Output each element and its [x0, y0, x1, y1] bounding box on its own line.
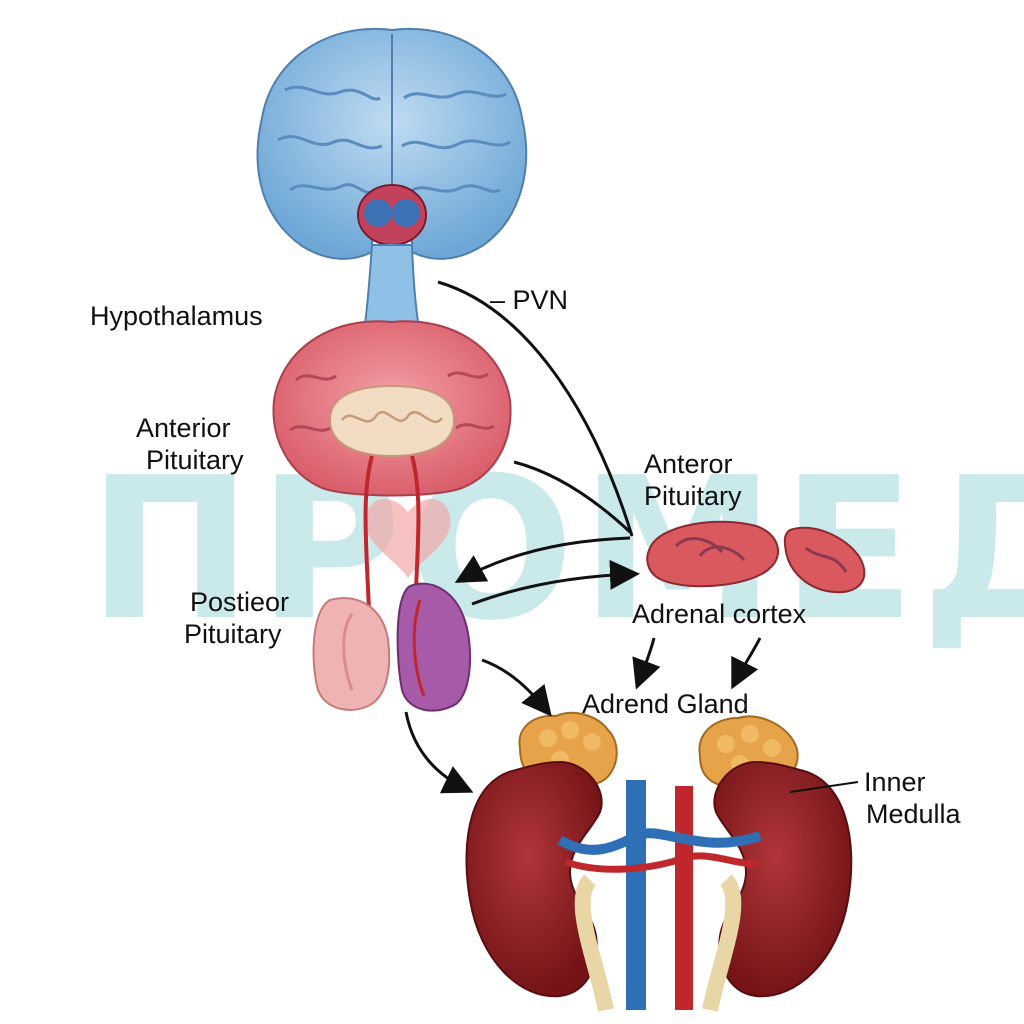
pituitary-gland — [312, 582, 472, 712]
arrow-pituitary-to-adrenal-cortex — [471, 559, 640, 606]
arrow-cortex-to-adrenal-gland-left — [632, 637, 661, 690]
right-ureter — [702, 874, 742, 1012]
anterior-pituitary-right-label-line2: Pituitary — [644, 481, 742, 511]
adrenal-cortex-section — [646, 520, 866, 594]
anterior-pituitary-left-label-line1: Anterior — [136, 413, 231, 443]
arrow-pituitary-to-adrenal-gland — [481, 658, 552, 717]
arrow-pituitary-to-kidney — [404, 711, 474, 794]
inner-medulla-label-line2: Medulla — [866, 799, 961, 829]
posterior-pituitary-label-line2: Pituitary — [184, 619, 282, 649]
left-ureter — [574, 874, 614, 1012]
inner-medulla-label-line1: Inner — [864, 767, 926, 797]
anterior-pituitary-left-label-line2: Pituitary — [146, 445, 244, 475]
adrenal-gland-label: Adrend Gland — [582, 689, 749, 719]
anterior-pituitary-right-label-line1: Anteror — [644, 449, 733, 479]
posterior-pituitary-label-line1: Postieor — [190, 587, 290, 617]
renal-veins — [557, 828, 762, 855]
arrow-pvn-to-adrenal-cortex — [437, 280, 634, 537]
brain — [256, 27, 528, 260]
arrow-to-posterior-pituitary — [454, 536, 631, 583]
pvn-label: – PVN — [490, 285, 569, 315]
hypothalamus-label: Hypothalamus — [90, 301, 263, 331]
renal-arteries — [564, 852, 760, 873]
watermark-heart — [365, 499, 451, 578]
arrow-cortex-to-adrenal-gland-right — [731, 637, 762, 690]
posterior-lobe — [396, 582, 472, 712]
adrenal-cortex-label: Adrenal cortex — [632, 599, 807, 629]
inner-medulla-leader-line — [789, 781, 859, 793]
right-kidney — [713, 760, 853, 998]
arrow-anterior-pituitary-to-cortex — [513, 460, 632, 534]
hypothalamus-region — [272, 320, 512, 497]
left-kidney — [465, 760, 603, 998]
